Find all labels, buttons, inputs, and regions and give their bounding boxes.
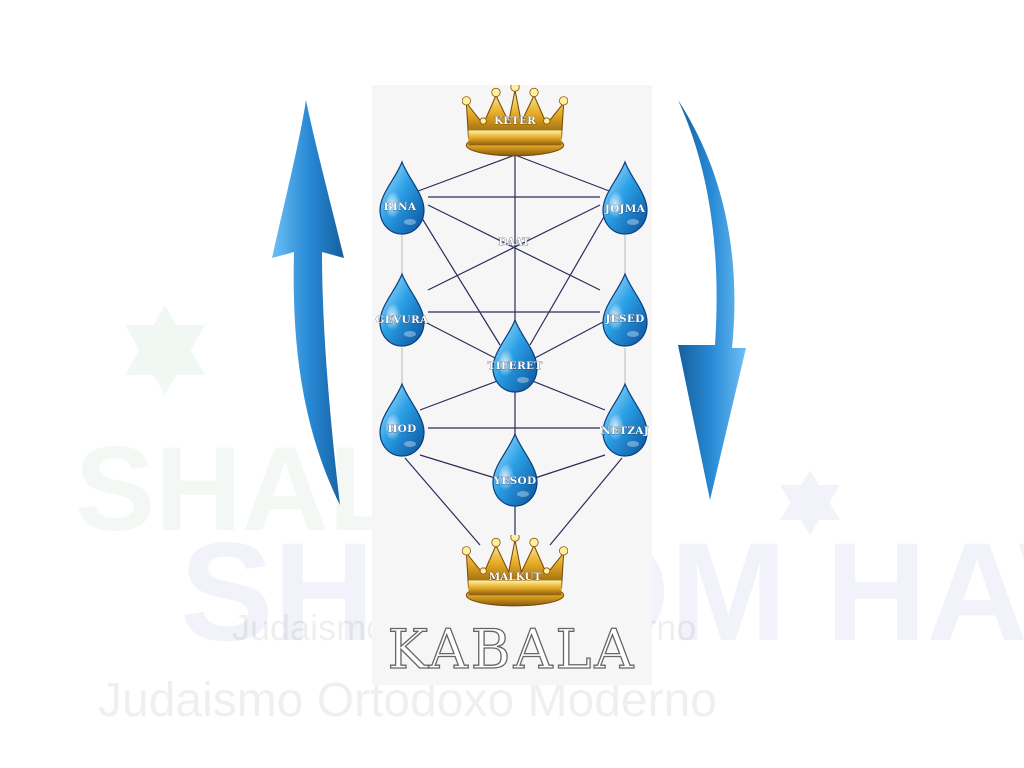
drop-icon — [379, 161, 425, 235]
diagram-title: KABALA — [388, 618, 637, 681]
node-label-malkut: MALKUT — [489, 571, 542, 583]
node-bina: BINA — [379, 161, 425, 235]
node-label-keter: KETER — [494, 115, 536, 127]
crown-keter: KETER — [462, 85, 568, 157]
node-hod: HOD — [379, 383, 425, 457]
path-keter-bina — [401, 154, 516, 198]
node-jesed: JESED — [602, 273, 648, 347]
crown-malkut: MALKUT — [462, 535, 568, 607]
drop-icon — [602, 161, 648, 235]
node-daat: DAAT — [498, 237, 530, 249]
path-netzaj-malkut — [549, 457, 623, 546]
node-tiferet: TIFERET — [487, 319, 543, 393]
drop-icon — [492, 433, 538, 507]
path-tiferet-netzaj — [529, 379, 606, 411]
path-hod-malkut — [404, 457, 481, 546]
drop-icon — [492, 319, 538, 393]
path-tiferet-hod — [419, 379, 501, 411]
node-label-hod: HOD — [387, 423, 416, 435]
pillar-lines — [401, 235, 626, 385]
node-jojma: JOJMA — [602, 161, 648, 235]
path-hod-yesod — [419, 454, 496, 479]
crown-icon — [462, 535, 568, 607]
path-gevura-tiferet — [424, 321, 496, 359]
arrow-up-icon — [272, 100, 344, 505]
drop-icon — [602, 273, 648, 347]
path-keter-jojma — [514, 154, 626, 198]
path-netzaj-yesod — [534, 454, 606, 479]
node-gevura: GEVURA — [375, 273, 429, 347]
node-label-bina: BINA — [384, 201, 417, 213]
node-label-gevura: GEVURA — [376, 314, 429, 326]
node-label-tiferet: TIFERET — [488, 360, 543, 372]
node-netzaj: NETZAJ — [601, 383, 649, 457]
path-jojma-tiferet — [529, 214, 606, 346]
node-label-yesod: YESOD — [493, 475, 537, 487]
arrow-down-icon — [678, 100, 746, 500]
node-label-daat: DAAT — [498, 237, 530, 248]
path-jojma-gevura — [427, 204, 601, 291]
node-label-jojma: JOJMA — [604, 203, 646, 215]
drop-icon — [379, 383, 425, 457]
path-bina-tiferet — [419, 214, 501, 346]
drop-icon — [602, 383, 648, 457]
node-label-jesed: JESED — [604, 313, 644, 325]
node-yesod: YESOD — [492, 433, 538, 507]
node-label-netzaj: NETZAJ — [601, 425, 649, 437]
drop-icon — [379, 273, 425, 347]
path-jesed-tiferet — [534, 321, 604, 359]
